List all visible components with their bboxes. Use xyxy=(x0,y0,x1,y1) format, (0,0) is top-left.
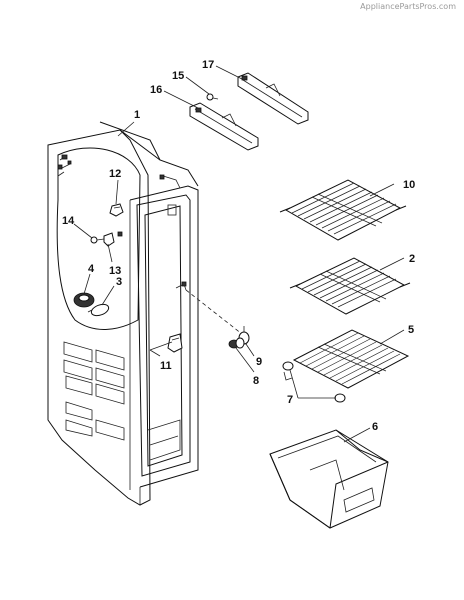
callout-4: 4 xyxy=(88,263,95,275)
part-6-bin xyxy=(269,429,389,529)
wire-shelf-10 xyxy=(279,179,407,241)
callout-9: 9 xyxy=(256,356,262,368)
part-13-clip xyxy=(103,231,123,247)
callout-1: 1 xyxy=(134,109,140,121)
part-4-light-socket xyxy=(73,292,95,308)
wire-shelf-5 xyxy=(292,329,410,389)
callout-16: 16 xyxy=(150,84,162,96)
leader-lines xyxy=(73,65,405,443)
callout-8: 8 xyxy=(253,375,259,387)
watermark: AppliancePartsPros.com xyxy=(360,2,456,11)
part-11-clip xyxy=(167,333,183,353)
callout-6: 6 xyxy=(372,421,378,433)
callout-7: 7 xyxy=(287,394,293,406)
part-7-support-right xyxy=(334,393,346,403)
callout-12: 12 xyxy=(109,168,121,180)
callout-10: 10 xyxy=(403,179,415,191)
callout-17: 17 xyxy=(202,59,214,71)
callout-3: 3 xyxy=(116,276,122,288)
freezer-liner xyxy=(47,121,199,506)
part-14-screw xyxy=(90,236,105,244)
part-15-screw xyxy=(206,93,219,101)
callout-5: 5 xyxy=(408,324,414,336)
part-16-rail xyxy=(189,102,259,151)
part-3-light-bulb xyxy=(87,303,110,317)
alignment-line xyxy=(185,289,243,335)
part-12-bracket xyxy=(109,203,124,217)
callout-15: 15 xyxy=(172,70,184,82)
wire-shelf-2 xyxy=(289,257,411,315)
liner-mounting-clip xyxy=(175,281,187,291)
part-8-dial xyxy=(228,337,245,349)
callout-13: 13 xyxy=(109,265,121,277)
callout-11: 11 xyxy=(160,360,172,372)
callout-2: 2 xyxy=(409,253,415,265)
part-7-support-left xyxy=(282,361,294,381)
part-17-rail xyxy=(237,72,309,125)
callout-14: 14 xyxy=(62,215,75,227)
